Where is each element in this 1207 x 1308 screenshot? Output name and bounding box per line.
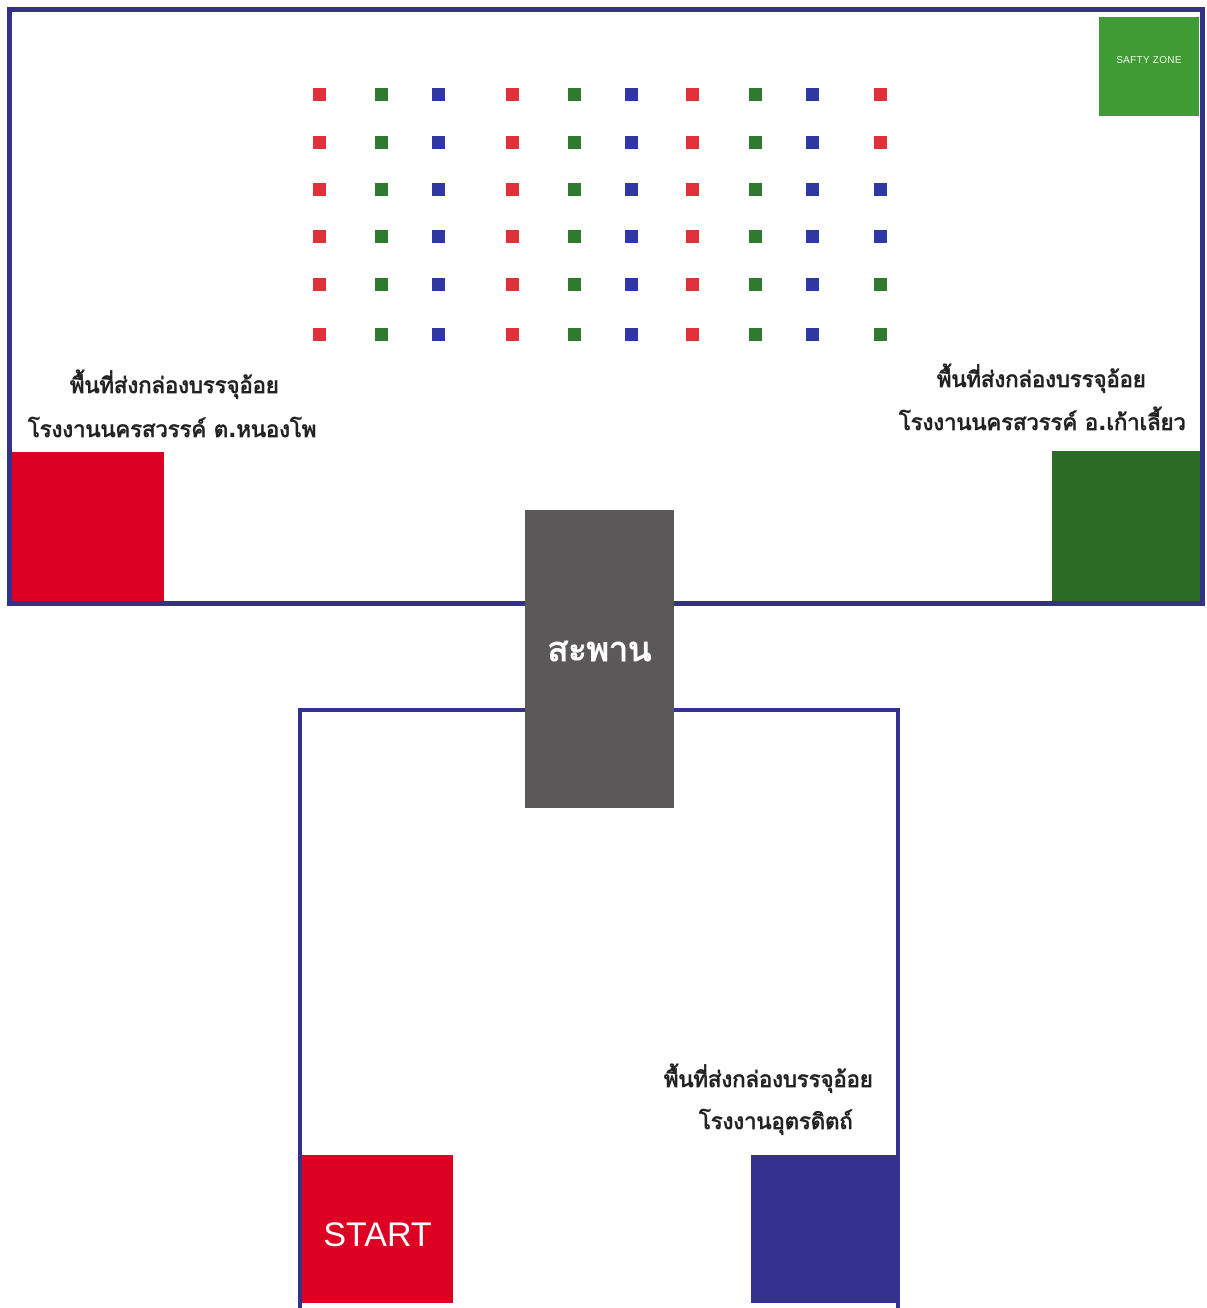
green-zone-caption-line2: โรงงานนครสวรรค์ อ.เก้าเลี้ยว	[899, 411, 1186, 436]
green-zone-caption-line1: พื้นที่ส่งกล่องบรรจุอ้อย	[937, 368, 1146, 393]
red-zone-caption-line2: โรงงานนครสวรรค์ ต.หนองโพ	[28, 418, 317, 443]
bridge-label: สะพาน	[547, 630, 652, 670]
green-delivery-zone-kao-liao	[1052, 451, 1200, 601]
upper-arena	[7, 7, 1205, 606]
red-delivery-zone-nong-pho	[12, 452, 164, 601]
blue-delivery-zone-uttaradit	[751, 1155, 898, 1303]
bridge: สะพาน	[525, 510, 674, 808]
safety-zone: SAFTY ZONE	[1099, 17, 1199, 116]
safety-zone-label: SAFTY ZONE	[1116, 55, 1182, 66]
blue-zone-caption-line2: โรงงานอุตรดิตถ์	[699, 1110, 853, 1135]
blue-zone-caption-line1: พื้นที่ส่งกล่องบรรจุอ้อย	[664, 1068, 873, 1093]
red-zone-caption-line1: พื้นที่ส่งกล่องบรรจุอ้อย	[70, 374, 279, 399]
start-zone: START	[302, 1155, 453, 1303]
start-zone-label: START	[323, 1216, 432, 1254]
